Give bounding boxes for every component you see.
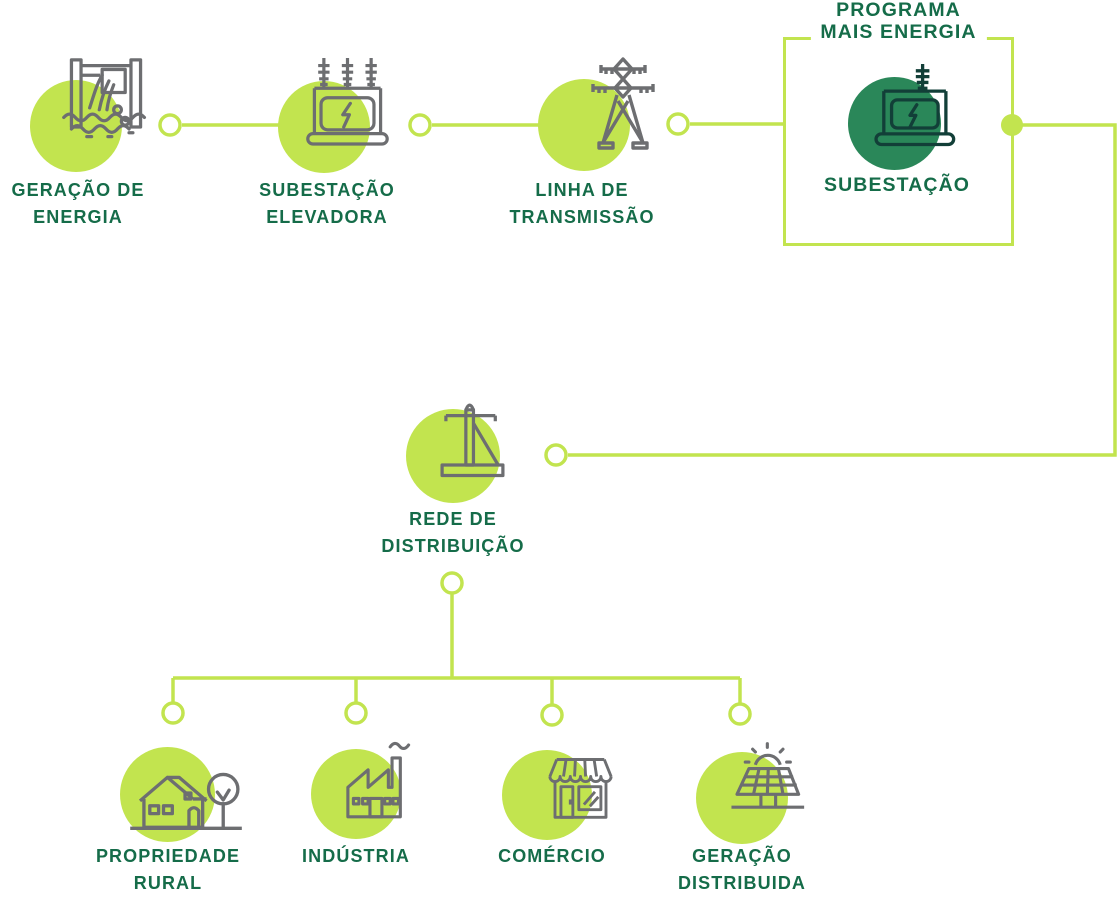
node-label-linha-transmissao: LINHA DE TRANSMISSÃO xyxy=(509,180,655,227)
node-circle-industria xyxy=(311,749,401,839)
node-label-propriedade-rural: PROPRIEDADE RURAL xyxy=(95,846,241,893)
node-circle-rede-distribuicao xyxy=(406,409,500,503)
connector-ring-rede-right xyxy=(544,443,568,467)
node-circle-comercio xyxy=(502,750,592,840)
connector-ring-rural xyxy=(161,701,185,725)
connector-ring-rede-bottom xyxy=(440,571,464,595)
connector-ring-distribuida xyxy=(728,702,752,726)
factory-icon xyxy=(346,741,411,819)
hydro-dam-icon xyxy=(62,58,147,139)
connector-ring-geracao xyxy=(158,113,182,137)
connector-ring-transmissao xyxy=(666,112,690,136)
node-label-geracao-distribuida: GERAÇÃO DISTRIBUIDA xyxy=(677,846,807,893)
node-label-subestacao: SUBESTAÇÃO xyxy=(823,174,971,196)
storefront-icon xyxy=(548,758,613,819)
connector-ring-comercio xyxy=(540,703,564,727)
node-label-industria: INDÚSTRIA xyxy=(302,846,410,866)
step-up-transformer-icon xyxy=(306,58,389,146)
node-label-geracao-energia: GERAÇÃO DE ENERGIA xyxy=(11,180,145,227)
transmission-tower-icon xyxy=(591,57,655,150)
node-label-rede-distribuicao: REDE DE DISTRIBUIÇÃO xyxy=(381,509,525,556)
utility-pole-icon xyxy=(440,403,505,478)
solar-panel-icon xyxy=(731,742,805,809)
node-label-subestacao-elevadora: SUBESTAÇÃO ELEVADORA xyxy=(259,180,395,227)
connector-ring-elevadora xyxy=(408,113,432,137)
connector-ring-industria xyxy=(344,701,368,725)
program-box-title: PROGRAMA MAIS ENERGIA xyxy=(810,0,987,43)
substation-icon xyxy=(874,64,956,147)
farm-house-icon xyxy=(130,772,242,830)
node-label-comercio: COMÉRCIO xyxy=(498,846,606,866)
